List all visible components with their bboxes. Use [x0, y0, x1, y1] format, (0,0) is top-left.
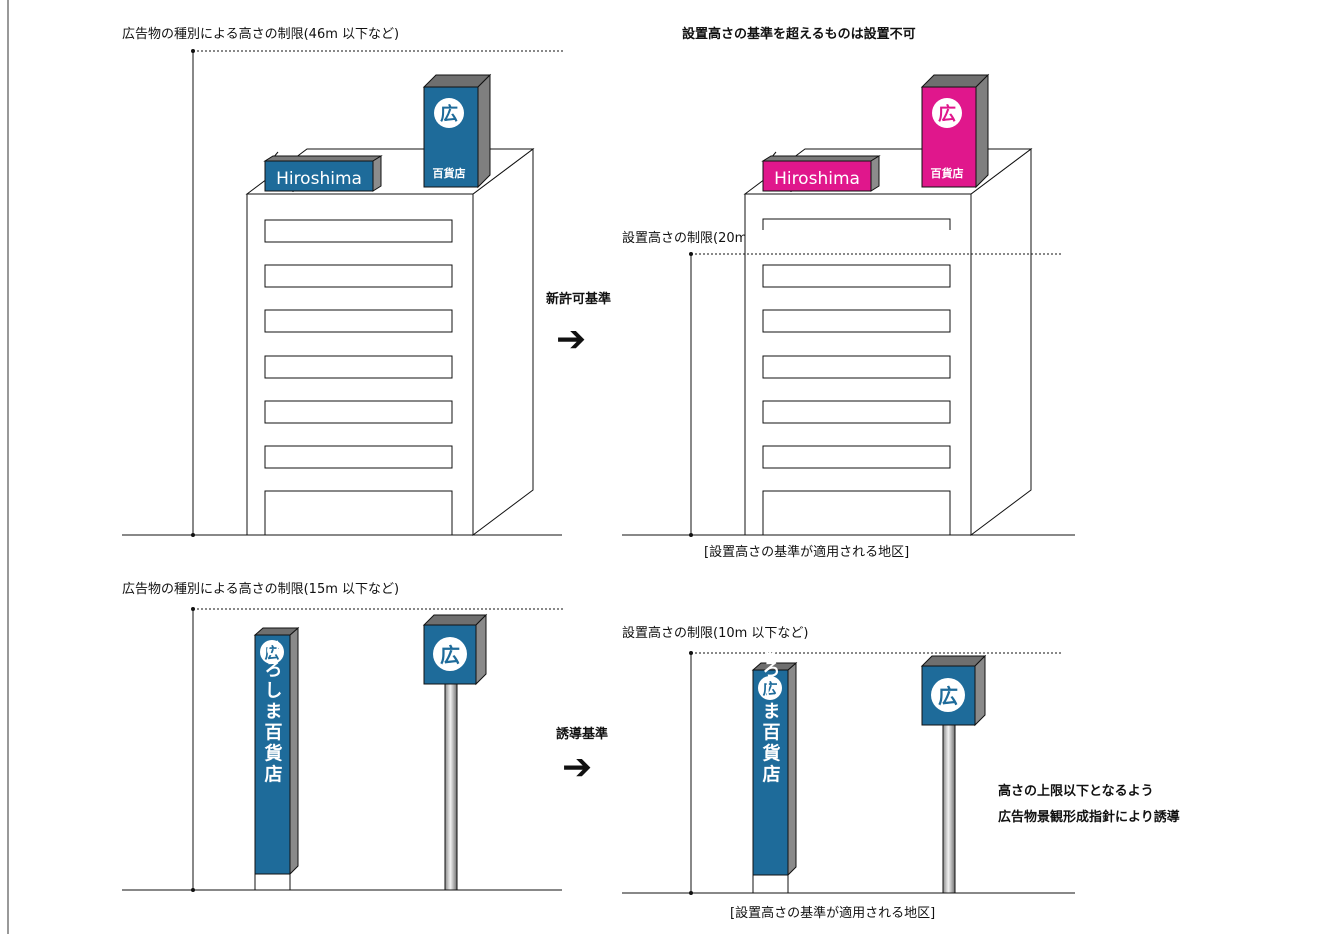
- arrow-bottom-label: 誘導基準: [556, 727, 609, 742]
- dept-store-text: 百貨店: [931, 166, 964, 180]
- kou-icon: [758, 676, 782, 700]
- bottom-right-note-line2: 広告物景観形成指針により誘導: [998, 810, 1180, 825]
- bottom-right-limit-caption: 設置高さの制限(10m 以下など): [622, 626, 809, 641]
- svg-text:広: 広: [938, 684, 958, 708]
- kou-icon: [434, 98, 464, 128]
- building: [743, 148, 1033, 536]
- top-right-title: 設置高さの基準を超えるものは設置不可: [682, 27, 916, 42]
- kou-icon: [932, 98, 962, 128]
- svg-text:広: 広: [440, 643, 460, 667]
- billboard-text: Hiroshima: [774, 169, 860, 189]
- sign-pole: [444, 683, 458, 891]
- bottom-left-panel: 広 ひろしま百貨店 広: [122, 607, 563, 892]
- rooftop-billboard-over-limit: Hiroshima: [761, 151, 881, 192]
- bottom-left-height-caption: 広告物の種別による高さの制限(15m 以下など): [122, 582, 400, 597]
- kou-icon: [931, 678, 965, 712]
- dept-store-text: 百貨店: [433, 166, 466, 180]
- rooftop-billboard: Hiroshima: [263, 151, 383, 192]
- arrow-top-icon: ➔: [556, 319, 587, 360]
- rooftop-tower-sign-over-limit: 広 百貨店: [920, 73, 990, 189]
- kou-icon: [433, 637, 467, 671]
- pole-mounted-sign: 広: [422, 613, 488, 891]
- building: [245, 148, 535, 536]
- arrow-top-label: 新許可基準: [546, 292, 612, 307]
- rooftop-tower-sign: 広 百貨店: [422, 73, 492, 189]
- pole-sign-text: ひろしま百貨店: [262, 639, 283, 786]
- kou-icon: [260, 640, 284, 664]
- top-left-panel: Hiroshima 広 百貨店: [122, 49, 563, 537]
- top-left-height-caption: 広告物の種別による高さの制限(46m 以下など): [122, 27, 400, 42]
- vertical-pole-sign: 広 ひろしま百貨店: [253, 626, 300, 891]
- bottom-right-district-caption: [設置高さの基準が適用される地区]: [730, 906, 936, 921]
- billboard-text: Hiroshima: [276, 169, 362, 189]
- top-right-district-caption: [設置高さの基準が適用される地区]: [704, 545, 910, 560]
- svg-text:広: 広: [440, 103, 458, 125]
- svg-text:広: 広: [762, 680, 777, 698]
- pole-mounted-sign: 広: [920, 654, 987, 894]
- sign-pole: [942, 724, 956, 894]
- vertical-pole-sign: 広 ひろしま百貨店: [751, 639, 798, 894]
- pole-sign-text: ひろしま百貨店: [760, 639, 781, 786]
- svg-text:広: 広: [938, 103, 956, 125]
- bottom-right-note-line1: 高さの上限以下となるよう: [998, 784, 1154, 799]
- bottom-right-panel: 広 ひろしま百貨店 広: [622, 639, 1075, 895]
- svg-text:広: 広: [264, 644, 279, 662]
- arrow-bottom-icon: ➔: [562, 747, 593, 788]
- top-right-panel: Hiroshima 広 百貨店: [622, 73, 1075, 537]
